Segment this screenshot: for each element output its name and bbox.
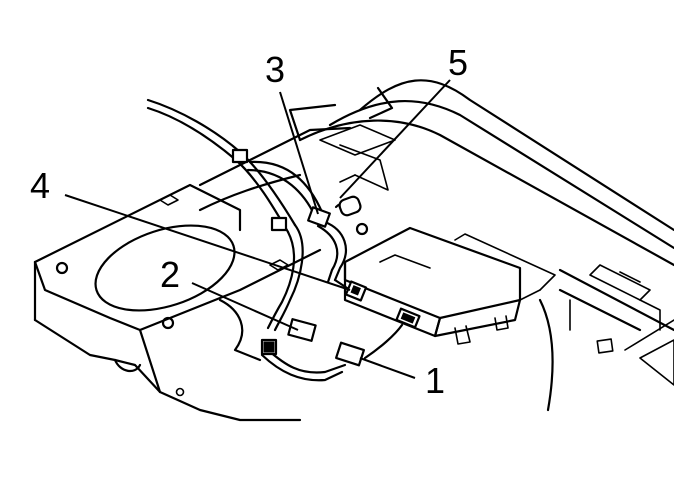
connector-3: [307, 206, 331, 228]
callout-3: 3: [265, 49, 285, 90]
control-module: [343, 226, 556, 345]
connector-2: [260, 318, 317, 356]
harness-clip: [231, 148, 288, 232]
leader-2: [191, 282, 299, 331]
callout-5: 5: [448, 42, 468, 83]
callout-labels: 1 2 3 4 5: [30, 42, 468, 401]
callout-2: 2: [160, 254, 180, 295]
body-panel: [198, 79, 674, 412]
leader-lines: [64, 79, 451, 379]
leader-4: [64, 194, 351, 291]
leader-5: [339, 79, 451, 199]
callout-4: 4: [30, 165, 50, 206]
connector-1: [335, 341, 365, 367]
connector-5: [338, 195, 369, 236]
leader-1: [359, 357, 416, 379]
wiring-harness: [146, 98, 404, 382]
leader-3: [279, 91, 319, 215]
floor-panel: [33, 173, 322, 422]
callout-1: 1: [425, 360, 445, 401]
